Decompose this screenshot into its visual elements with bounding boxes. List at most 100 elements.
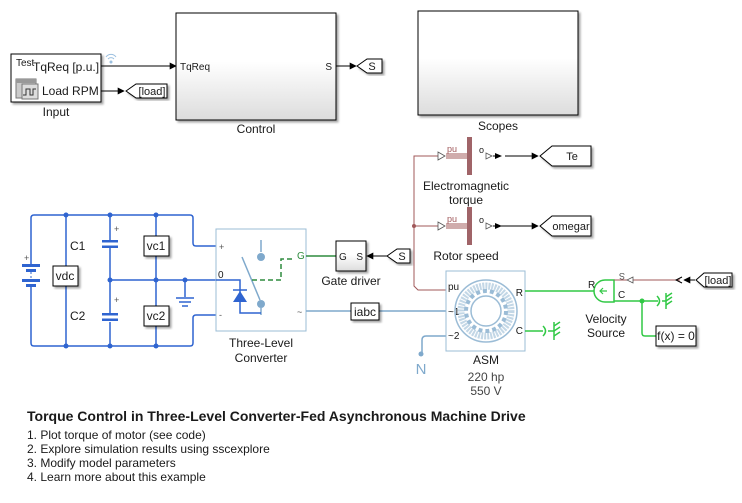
svg-text:pu: pu	[448, 282, 459, 293]
svg-text:[load]: [load]	[705, 275, 732, 287]
converter-name-2: Converter	[235, 351, 288, 365]
ground-icon	[176, 297, 194, 307]
input-block-name: Input	[43, 105, 70, 119]
arrow-head	[495, 153, 502, 159]
svg-text:S: S	[398, 251, 405, 263]
scopes-block-name: Scopes	[478, 119, 518, 133]
svg-text:[load]: [load]	[139, 86, 166, 98]
control-out-port: S	[325, 62, 332, 73]
dc-voltage-source-icon[interactable]: +	[22, 253, 40, 287]
goto-load-tag[interactable]: [load]	[125, 83, 168, 99]
dc-link-circuit	[30, 214, 216, 347]
svg-text:~1: ~1	[448, 307, 460, 318]
input-port-load-rpm: Load RPM	[42, 84, 99, 98]
solver-configuration-block[interactable]: f(x) = 0	[655, 325, 697, 347]
rotor-speed-name: Rotor speed	[433, 249, 498, 263]
svg-text:S: S	[356, 252, 363, 263]
svg-text:iabc: iabc	[354, 305, 376, 319]
converter-name-1: Three-Level	[229, 336, 293, 350]
capacitor-c1[interactable]: +	[102, 224, 119, 248]
svg-text:C: C	[516, 326, 523, 337]
svg-text:pu: pu	[447, 144, 457, 154]
em-torque-name-2: torque	[449, 193, 483, 207]
model-title: Torque Control in Three-Level Converter-…	[27, 408, 526, 424]
control-block-name: Control	[237, 122, 276, 136]
step-link-modify-parameters[interactable]: 3. Modify model parameters	[27, 456, 176, 470]
asm-power: 220 hp	[468, 370, 505, 384]
goto-omegar-tag[interactable]: omegar	[539, 215, 592, 237]
svg-text:S: S	[619, 271, 625, 281]
input-block[interactable]: Test TqReq [p.u.] Load RPM	[10, 53, 102, 103]
svg-text:vc1: vc1	[147, 239, 166, 253]
control-subsystem[interactable]: TqReq S	[175, 12, 337, 121]
velocity-source-name-1: Velocity	[585, 312, 626, 326]
svg-text:G: G	[297, 251, 305, 262]
svg-text:f(x) = 0: f(x) = 0	[657, 329, 695, 343]
junction-dot	[412, 224, 416, 228]
step-link-learn-more[interactable]: 4. Learn more about this example	[27, 470, 206, 484]
input-block-test-label: Test	[16, 58, 35, 69]
c1-label: C1	[70, 239, 86, 253]
junction-dot	[418, 351, 424, 357]
gate-driver-block[interactable]: G S	[335, 240, 367, 272]
svg-text:R: R	[588, 280, 595, 291]
svg-text:-: -	[219, 310, 222, 320]
asm-machine-block[interactable]: pu ~1 ~2 R C	[445, 270, 526, 352]
solver-connection-line[interactable]	[641, 301, 656, 337]
rotor-speed-converter[interactable]: pu o	[437, 207, 493, 245]
svg-text:S: S	[368, 61, 375, 73]
goto-te-tag[interactable]: Te	[539, 145, 592, 167]
input-port-tqreq: TqReq [p.u.]	[33, 60, 99, 74]
arrow-head	[495, 223, 502, 229]
control-in-port: TqReq	[180, 62, 210, 73]
mechanical-reference-icon	[542, 321, 561, 340]
goto-s-tag[interactable]: S	[356, 58, 383, 74]
svg-text:Te: Te	[566, 151, 578, 163]
wireless-icon	[105, 53, 117, 64]
svg-text:R: R	[516, 288, 523, 299]
physical-signal-bus[interactable]	[413, 155, 446, 291]
neutral-line[interactable]	[421, 335, 446, 353]
svg-text:omegar: omegar	[552, 221, 590, 233]
svg-text:o: o	[479, 145, 484, 155]
scopes-subsystem[interactable]	[417, 10, 579, 116]
svg-text:G: G	[339, 252, 347, 263]
vc2-sensor[interactable]: vc2	[143, 305, 170, 327]
svg-text:~: ~	[297, 307, 302, 317]
svg-text:+: +	[24, 253, 29, 263]
from-s-tag[interactable]: S	[386, 248, 411, 264]
vc1-sensor[interactable]: vc1	[143, 235, 170, 257]
ps-port-arrow	[626, 276, 634, 284]
junction-dots	[63, 212, 188, 349]
neutral-label: N	[416, 361, 427, 378]
svg-text:+: +	[114, 295, 119, 305]
em-torque-name-1: Electromagnetic	[423, 179, 509, 193]
from-load-tag[interactable]: [load]	[695, 272, 733, 288]
iabc-sensor[interactable]: iabc	[350, 302, 380, 321]
svg-text:vdc: vdc	[56, 269, 75, 283]
svg-text:+: +	[114, 224, 119, 234]
svg-text:pu: pu	[447, 214, 457, 224]
ps-converter-arrow	[674, 276, 683, 284]
step-link-plot-torque[interactable]: 1. Plot torque of motor (see code)	[27, 428, 206, 442]
svg-text:o: o	[479, 215, 484, 225]
asm-name: ASM	[473, 353, 499, 367]
svg-text:vc2: vc2	[147, 309, 166, 323]
three-level-converter[interactable]: + 0 - G ~	[215, 228, 307, 332]
velocity-source-block[interactable]: R C S	[588, 271, 625, 303]
motor-stator-icon	[454, 279, 518, 343]
step-link-sscexplore[interactable]: 2. Explore simulation results using ssce…	[27, 442, 270, 456]
capacitor-c2[interactable]: +	[102, 295, 119, 321]
mechanical-reference-icon-2	[656, 292, 673, 309]
model-description: Torque Control in Three-Level Converter-…	[27, 408, 526, 484]
vdc-sensor[interactable]: vdc	[52, 265, 79, 287]
velocity-source-name-2: Source	[587, 326, 625, 340]
svg-text:+: +	[219, 242, 224, 252]
signal-builder-icon	[15, 78, 39, 100]
svg-text:0: 0	[218, 270, 224, 281]
em-torque-converter[interactable]: pu o	[437, 137, 493, 175]
gate-driver-name: Gate driver	[321, 274, 380, 288]
c2-label: C2	[70, 309, 86, 323]
svg-text:C: C	[618, 290, 625, 301]
